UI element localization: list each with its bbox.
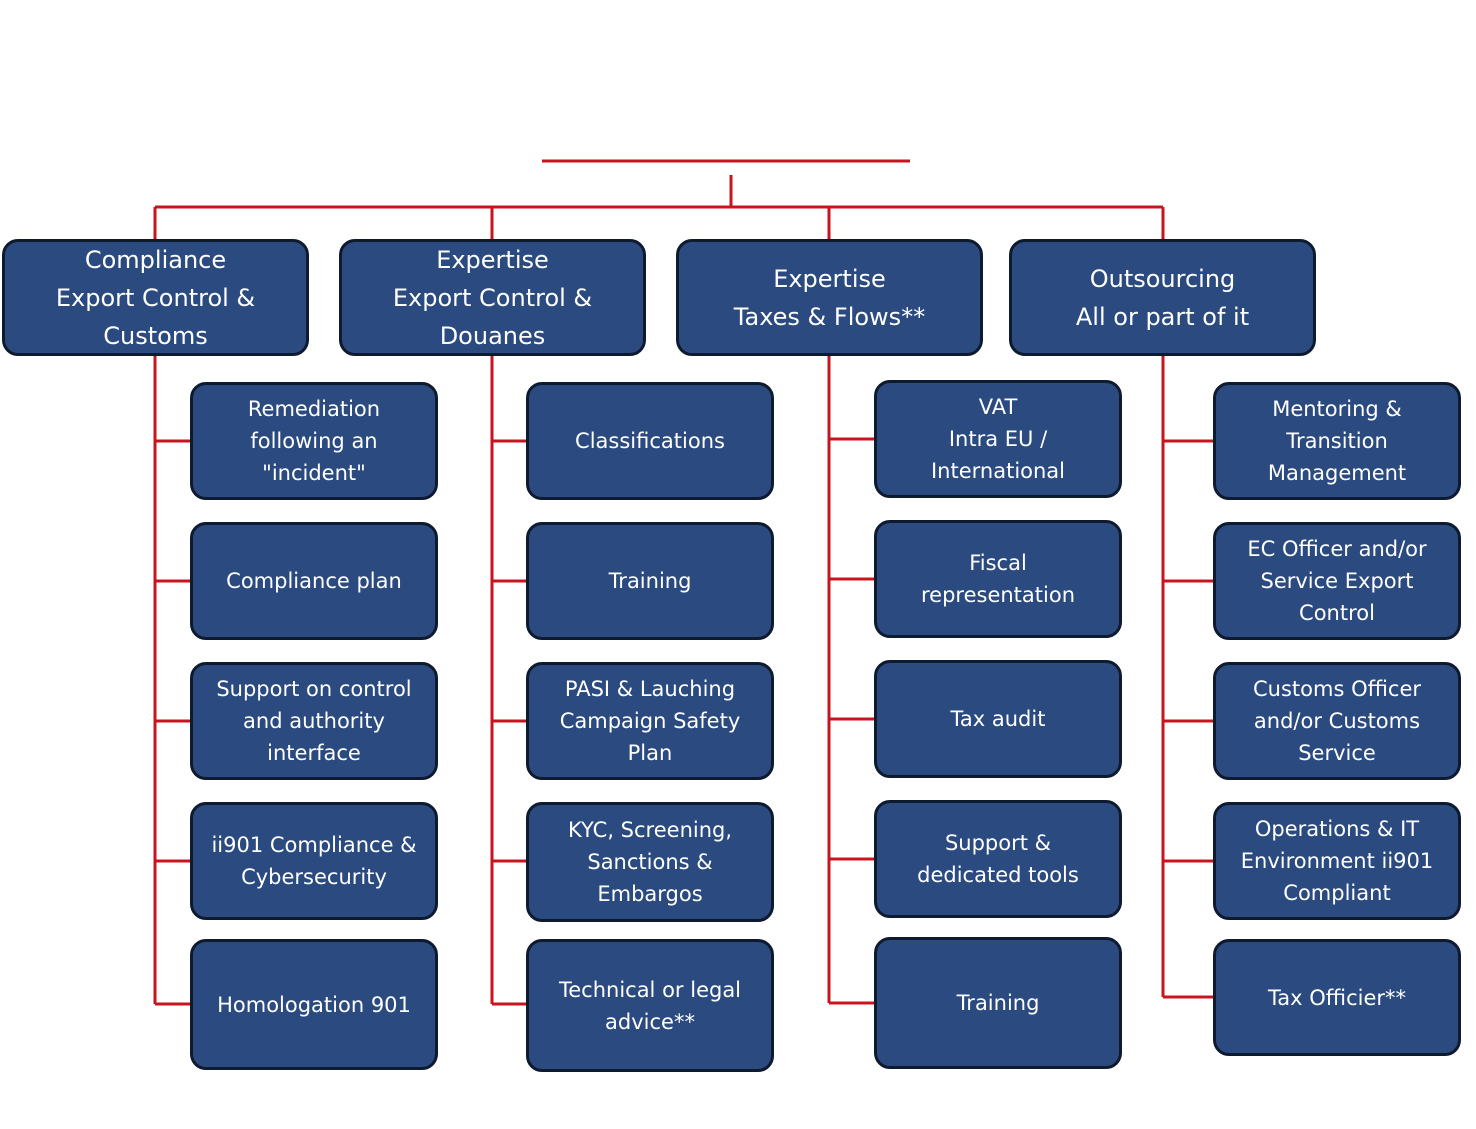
item-label: Training (608, 569, 692, 593)
header-label: Expertise Export Control & Douanes (392, 245, 593, 350)
item-vat: VAT Intra EU / International (874, 380, 1122, 498)
item-mentoring: Mentoring & Transition Management (1213, 382, 1461, 500)
item-label: Technical or legal advice** (558, 977, 742, 1034)
header-label: Compliance Export Control & Customs (55, 245, 256, 350)
item-tax-audit: Tax audit (874, 660, 1122, 778)
item-label: Remediation following an "incident" (247, 397, 381, 485)
header-expertise-export: Expertise Export Control & Douanes (339, 239, 646, 356)
item-ec-officer: EC Officer and/or Service Export Control (1213, 522, 1461, 640)
item-label: Homologation 901 (217, 992, 411, 1017)
item-fiscal-representation: Fiscal representation (874, 520, 1122, 638)
item-label: Support & dedicated tools (917, 831, 1079, 887)
item-compliance-plan: Compliance plan (190, 522, 438, 640)
item-label: ii901 Compliance & Cybersecurity (211, 833, 417, 889)
item-label: Customs Officer and/or Customs Service (1253, 677, 1421, 765)
item-customs-officer: Customs Officer and/or Customs Service (1213, 662, 1461, 780)
item-remediation: Remediation following an "incident" (190, 382, 438, 500)
item-training-taxes: Training (874, 937, 1122, 1069)
item-tax-officier: Tax Officier** (1213, 939, 1461, 1056)
item-classifications: Classifications (526, 382, 774, 500)
item-label: Classifications (575, 429, 725, 453)
item-homologation: Homologation 901 (190, 939, 438, 1070)
item-label: PASI & Lauching Campaign Safety Plan (559, 677, 741, 765)
item-operations-it: Operations & IT Environment ii901 Compli… (1213, 802, 1461, 920)
item-ii901-cybersecurity: ii901 Compliance & Cybersecurity (190, 802, 438, 920)
item-training-export: Training (526, 522, 774, 640)
header-outsourcing: Outsourcing All or part of it (1009, 239, 1316, 356)
item-label: Fiscal representation (920, 551, 1075, 607)
item-pasi: PASI & Lauching Campaign Safety Plan (526, 662, 774, 780)
item-label: Training (956, 991, 1040, 1015)
item-label: Compliance plan (226, 569, 402, 593)
item-label: Support on control and authority interfa… (216, 677, 412, 765)
item-label: Operations & IT Environment ii901 Compli… (1240, 817, 1434, 905)
item-support-control: Support on control and authority interfa… (190, 662, 438, 780)
item-kyc: KYC, Screening, Sanctions & Embargos (526, 802, 774, 922)
header-label: Outsourcing All or part of it (1075, 264, 1250, 331)
header-label: Expertise Taxes & Flows** (733, 264, 926, 331)
item-label: VAT Intra EU / International (930, 395, 1066, 483)
item-label: KYC, Screening, Sanctions & Embargos (567, 818, 733, 906)
header-compliance: Compliance Export Control & Customs (2, 239, 309, 356)
item-label: Mentoring & Transition Management (1267, 397, 1407, 485)
item-label: EC Officer and/or Service Export Control (1247, 537, 1427, 625)
header-expertise-taxes: Expertise Taxes & Flows** (676, 239, 983, 356)
item-technical-advice: Technical or legal advice** (526, 939, 774, 1072)
item-label: Tax Officier** (1267, 985, 1407, 1010)
item-support-tools: Support & dedicated tools (874, 800, 1122, 918)
item-label: Tax audit (950, 707, 1046, 731)
